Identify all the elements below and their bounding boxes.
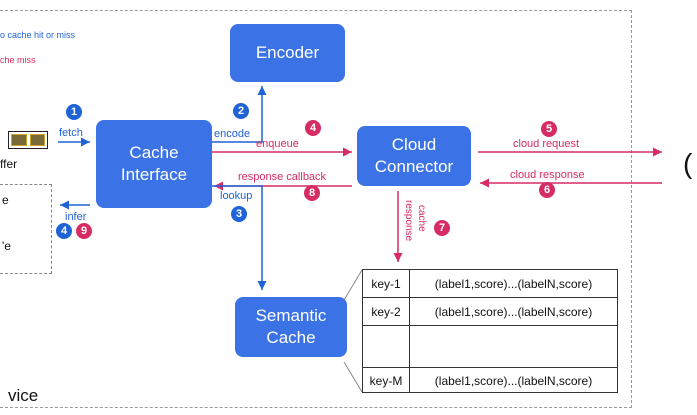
step-4-badge: 4 — [305, 120, 321, 136]
cache-response-label-cache: cache — [416, 205, 427, 232]
fetch-label: fetch — [59, 127, 83, 139]
encode-arrow — [212, 86, 267, 143]
step-4-infer-badge: 4 — [56, 223, 72, 239]
image-frames-icon — [8, 131, 48, 149]
step-7-badge: 7 — [434, 220, 450, 236]
model-text-fragment-top: e — [2, 193, 9, 207]
cache-interface-box: Cache Interface — [96, 120, 212, 208]
step-8-badge: 8 — [304, 185, 320, 201]
semantic-cache-box: Semantic Cache — [235, 297, 347, 357]
model-text-fragment-bottom: 'e — [2, 239, 11, 253]
buffer-label-fragment: ffer — [0, 157, 18, 171]
table-key-cell — [363, 326, 410, 367]
device-boundary — [0, 10, 632, 408]
infer-label: infer — [65, 211, 87, 223]
lookup-label: lookup — [220, 190, 253, 202]
cloud-request-label: cloud request — [513, 138, 580, 150]
cloud-connector-box: Cloud Connector — [357, 126, 471, 186]
step-3-badge: 3 — [231, 206, 247, 222]
table-value-cell — [410, 326, 617, 367]
encoder-box: Encoder — [230, 24, 345, 82]
semantic-cache-table: key-1 (label1,score)...(labelN,score) ke… — [362, 269, 618, 393]
table-value-cell: (label1,score)...(labelN,score) — [434, 304, 593, 319]
step-2-badge: 2 — [233, 103, 249, 119]
table-key-cell: key-M — [363, 368, 410, 393]
table-row — [363, 326, 617, 368]
table-row: key-M (label1,score)...(labelN,score) — [363, 368, 617, 393]
cloud-response-label: cloud response — [510, 169, 585, 181]
cache-link-top — [343, 269, 363, 301]
step-9-badge: 9 — [76, 223, 92, 239]
step-5-badge: 5 — [541, 121, 557, 137]
table-key-cell: key-1 — [363, 270, 410, 297]
lookup-arrow — [212, 185, 267, 290]
table-value-cell: (label1,score)...(labelN,score) — [434, 373, 593, 388]
enqueue-label: enqueue — [256, 138, 299, 150]
table-row: key-1 (label1,score)...(labelN,score) — [363, 270, 617, 298]
table-value-cell: (label1,score)...(labelN,score) — [434, 276, 593, 291]
step-6-badge: 6 — [539, 182, 555, 198]
cloud-fragment: ( — [683, 148, 693, 179]
step-1-badge: 1 — [66, 104, 82, 120]
cache-response-label-response: response — [403, 200, 414, 242]
response-callback-label: response callback — [238, 171, 327, 183]
encode-label: encode — [214, 128, 251, 140]
legend-pink-text: che miss — [0, 55, 36, 65]
device-label: vice — [8, 386, 39, 405]
model-box-fragment — [0, 184, 52, 274]
cache-link-bottom — [343, 361, 363, 393]
table-row: key-2 (label1,score)...(labelN,score) — [363, 298, 617, 326]
legend-blue-text: o cache hit or miss — [0, 30, 76, 40]
table-key-cell: key-2 — [363, 298, 410, 325]
